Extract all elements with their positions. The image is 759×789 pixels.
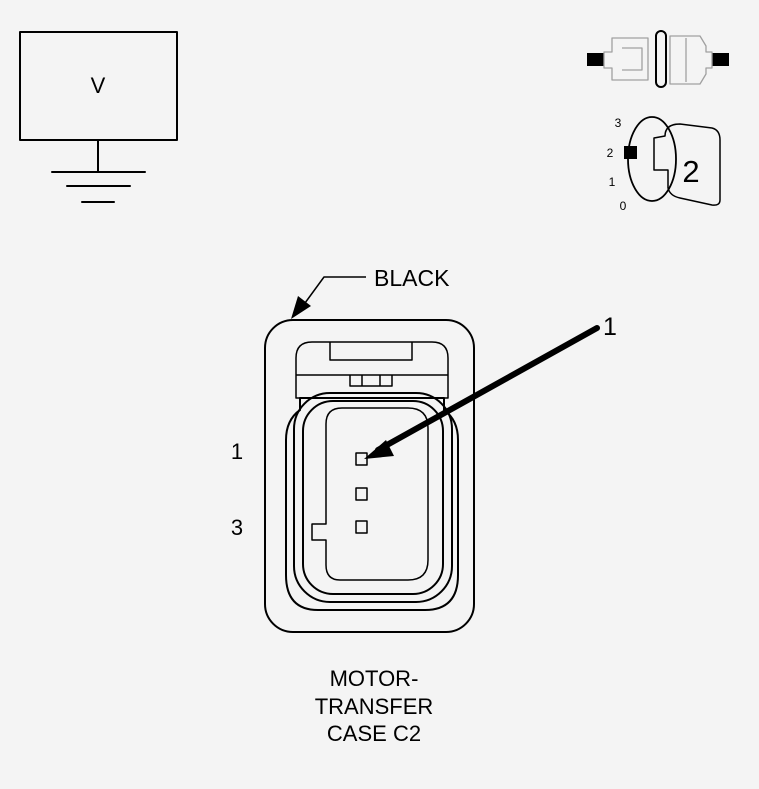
pin-callout: 1 — [364, 313, 617, 459]
side-pin-label-3: 3 — [231, 515, 243, 540]
color-callout-arrowhead — [291, 296, 311, 319]
voltage-ground-symbol: V — [19, 31, 178, 203]
ignition-key-icon: 3 2 1 0 2 — [607, 116, 721, 213]
caption-line-1: MOTOR- — [330, 666, 419, 691]
connector-color-label: BLACK — [374, 265, 450, 291]
male-connector-latch — [622, 47, 643, 71]
key-position-marker — [624, 146, 637, 159]
view-marker-right — [712, 53, 729, 66]
key-number-label: 2 — [682, 154, 699, 189]
connector-insert-inner — [302, 400, 444, 595]
side-pin-label-1: 1 — [231, 439, 243, 464]
color-callout-leader — [304, 276, 366, 304]
connector-insert-outer — [293, 392, 453, 603]
connector-body — [264, 319, 475, 633]
key-position-1: 1 — [609, 175, 616, 189]
connector-view-icon — [587, 30, 729, 88]
seal-ring — [655, 30, 667, 88]
key-position-3: 3 — [615, 116, 622, 130]
voltage-label: V — [91, 73, 106, 98]
caption-line-3: CASE C2 — [327, 721, 421, 746]
connector-outer-shell — [264, 319, 475, 633]
view-marker-left — [587, 53, 604, 66]
terminal-cavity-2 — [355, 487, 368, 501]
caption-line-2: TRANSFER — [315, 694, 434, 719]
terminal-cavity-3 — [355, 520, 368, 534]
terminal-cavity-1 — [355, 452, 368, 466]
pin-callout-arrowhead — [364, 440, 394, 459]
connector-latch-frame — [295, 341, 449, 399]
terminal-face — [311, 407, 429, 581]
pin-callout-leader — [375, 325, 600, 453]
female-connector-outline — [669, 35, 713, 85]
color-callout: BLACK — [291, 265, 450, 319]
connector-caption: MOTOR- TRANSFER CASE C2 — [315, 666, 434, 746]
connector-latch-detail — [296, 342, 448, 387]
key-head — [653, 123, 721, 206]
key-position-2: 2 — [607, 146, 614, 160]
pin-callout-label: 1 — [603, 313, 617, 341]
key-position-0: 0 — [620, 199, 627, 213]
connector-inner-cavity — [285, 397, 459, 611]
